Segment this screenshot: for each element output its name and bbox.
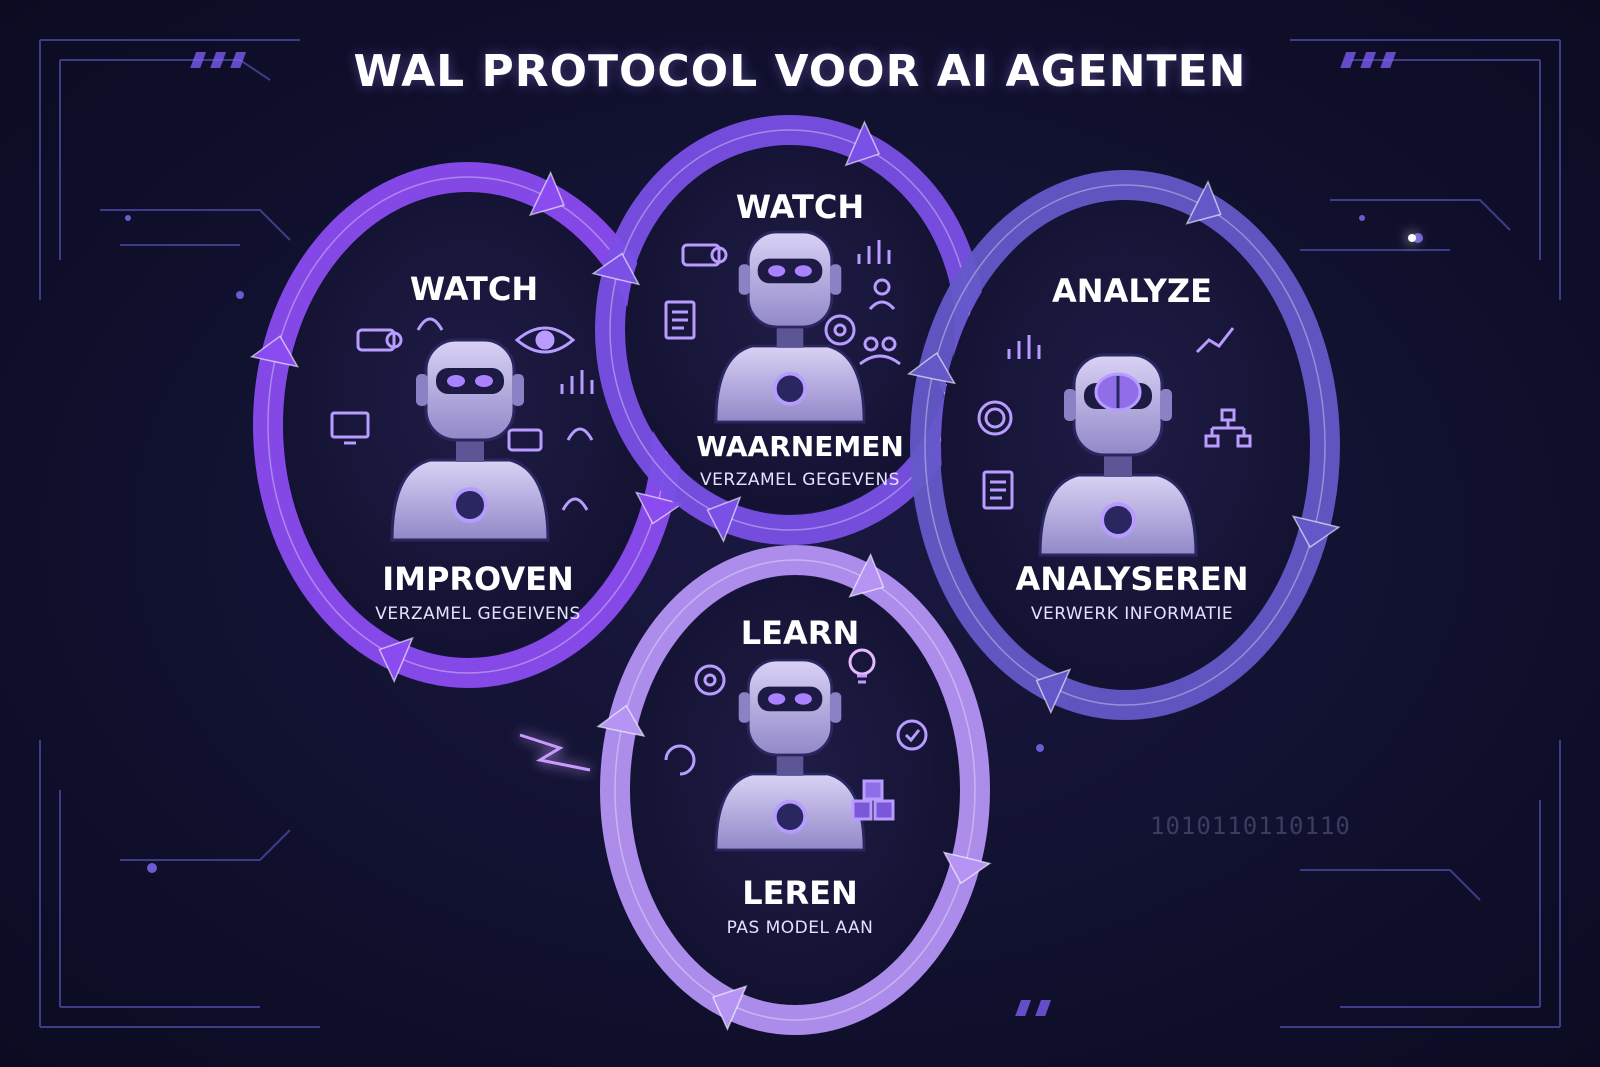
arrow-head-analyze-0 bbox=[1185, 179, 1222, 225]
robot-improve bbox=[390, 338, 550, 542]
arrow-head-improve-0 bbox=[528, 170, 565, 217]
arrow-head-analyze-3 bbox=[906, 351, 957, 385]
ring-highlight-analyze bbox=[924, 184, 1326, 706]
fingerprint-icon bbox=[977, 400, 1013, 436]
ring-band-analyze bbox=[910, 170, 1340, 720]
watch-caption: VERZAMEL GEGEVENS bbox=[700, 470, 900, 490]
chart-icon bbox=[857, 240, 891, 264]
user-icon bbox=[868, 278, 896, 311]
chart-icon bbox=[560, 370, 594, 394]
circuit-dots bbox=[125, 215, 1423, 873]
wifi-icon bbox=[416, 317, 444, 331]
eye-icon bbox=[514, 326, 576, 354]
arrow-head-watch-3 bbox=[591, 252, 641, 286]
ring-band-learn bbox=[600, 545, 990, 1035]
learn-heading: LEARN bbox=[740, 614, 860, 652]
arrow-head-learn-1 bbox=[942, 851, 992, 885]
ring-highlight-learn bbox=[614, 559, 976, 1021]
robot-watch bbox=[714, 230, 866, 424]
check-badge-icon bbox=[896, 719, 928, 751]
corner-stripes bbox=[190, 52, 1397, 1016]
circuit-frame bbox=[39, 39, 1561, 1028]
monitor-icon bbox=[330, 411, 370, 445]
binary-decoration: 1010110110110 bbox=[1150, 812, 1351, 840]
arrow-head-improve-2 bbox=[378, 636, 414, 684]
arrow-head-learn-0 bbox=[848, 552, 885, 598]
group-icon bbox=[859, 336, 901, 366]
chat-icon bbox=[507, 428, 543, 452]
improve-subheading: IMPROVEN bbox=[382, 560, 574, 598]
watch-subheading: WAARNEMEN bbox=[696, 430, 904, 463]
hierarchy-icon bbox=[1204, 408, 1252, 448]
arrow-head-improve-1 bbox=[634, 491, 684, 525]
arrow-head-learn-2 bbox=[711, 984, 748, 1031]
arrow-head-analyze-2 bbox=[1035, 668, 1072, 715]
arrow-head-learn-3 bbox=[596, 704, 646, 738]
signal-icon bbox=[561, 497, 589, 511]
analyze-heading: ANALYZE bbox=[1052, 272, 1212, 310]
learn-subheading: LEREN bbox=[742, 874, 858, 912]
arrow-head-watch-0 bbox=[844, 120, 881, 167]
line-chart-icon bbox=[1195, 327, 1235, 354]
camera-icon bbox=[681, 243, 728, 267]
analyze-caption: VERWERK INFORMATIE bbox=[1030, 604, 1234, 624]
diagram-title: WAL PROTOCOL VOOR AI AGENTEN bbox=[353, 46, 1247, 97]
cubes-icon bbox=[851, 779, 895, 821]
analyze-subheading: ANALYSEREN bbox=[1015, 560, 1249, 598]
improve-heading: WATCH bbox=[409, 270, 539, 308]
spark-glow bbox=[519, 234, 1416, 772]
lightbulb-icon bbox=[848, 648, 876, 684]
brain-icon bbox=[1094, 372, 1142, 412]
watch-heading: WATCH bbox=[735, 188, 865, 226]
gear-icon bbox=[824, 314, 856, 346]
arrow-head-improve-3 bbox=[249, 335, 300, 368]
document-icon bbox=[664, 300, 696, 340]
refresh-icon bbox=[664, 744, 696, 776]
robot-figures bbox=[330, 230, 1252, 852]
list-icon bbox=[982, 470, 1014, 510]
camera-icon bbox=[356, 328, 403, 352]
arrow-head-analyze-1 bbox=[1291, 515, 1341, 549]
gear-icon bbox=[694, 664, 726, 696]
improve-caption: VERZAMEL GEGEIVENS bbox=[375, 604, 581, 624]
bar-chart-icon bbox=[1007, 335, 1041, 359]
arrow-head-watch-2 bbox=[706, 496, 742, 543]
robot-learn bbox=[714, 658, 866, 852]
learn-caption: PAS MODEL AAN bbox=[726, 918, 874, 938]
cursor-icon bbox=[566, 427, 594, 441]
